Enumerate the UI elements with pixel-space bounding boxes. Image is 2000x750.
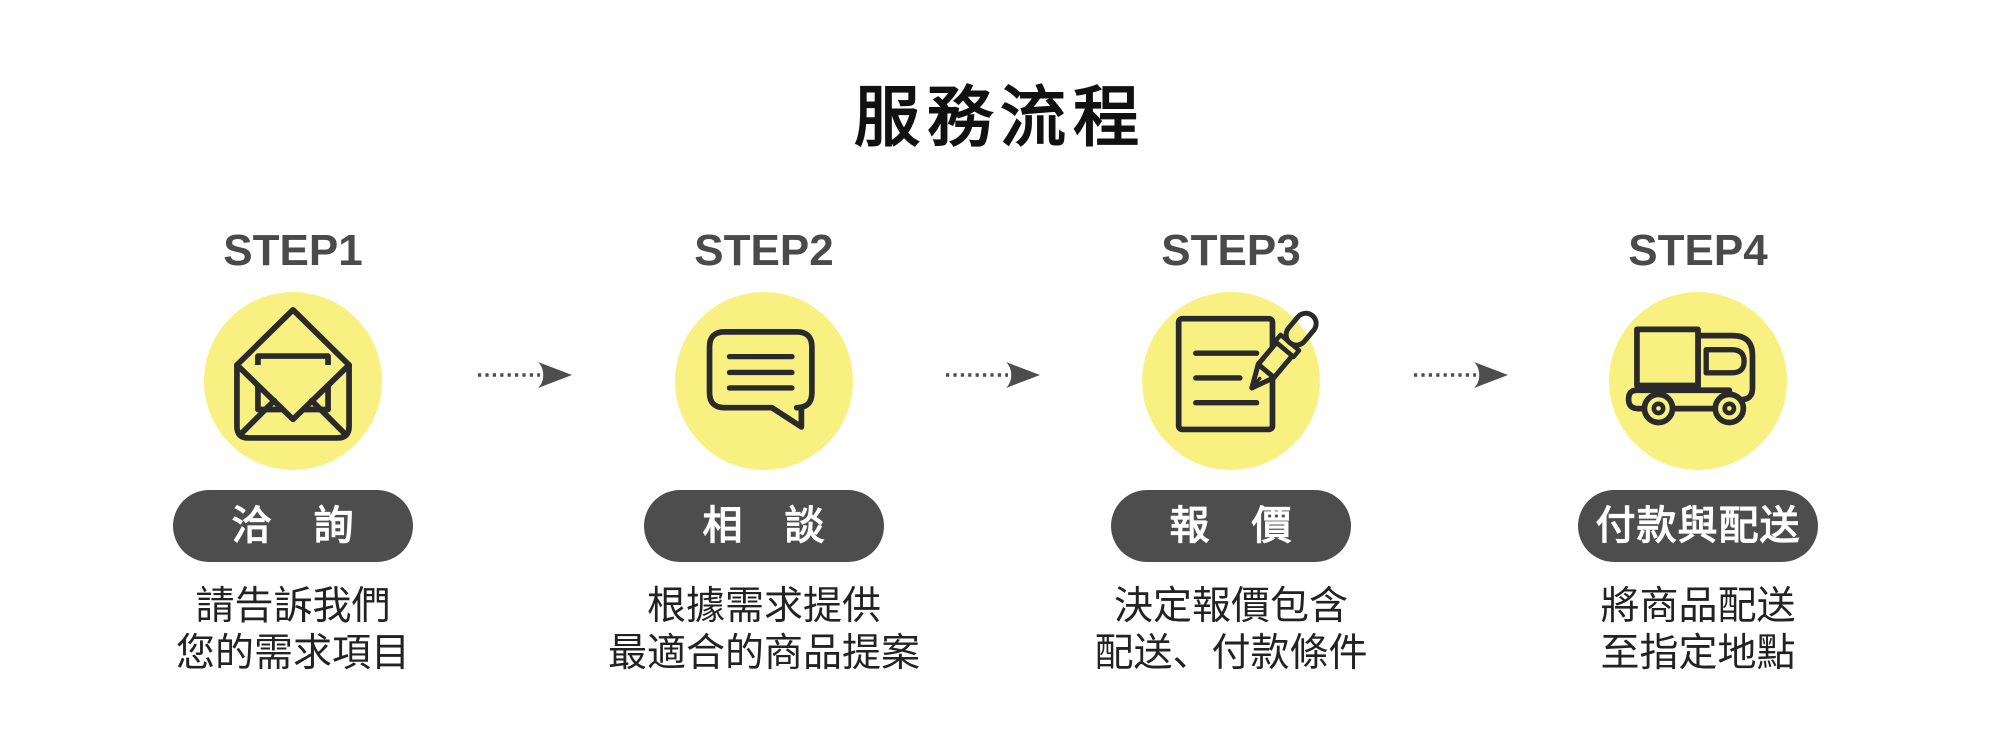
step-pill-label: 付款與配送 bbox=[1578, 490, 1818, 562]
desc-line: 根據需求提供 bbox=[646, 585, 881, 628]
desc-line: 請告訴我們 bbox=[195, 585, 391, 628]
step-description: 將商品配送 至指定地點 bbox=[1528, 583, 1868, 677]
delivery-truck-icon bbox=[1609, 292, 1787, 470]
arrow-right-icon bbox=[478, 362, 572, 388]
desc-line: 決定報價包含 bbox=[1113, 585, 1348, 628]
step-number-label: STEP4 bbox=[1628, 226, 1768, 275]
arrow-right-icon bbox=[1414, 362, 1508, 388]
step-pill-label: 洽 詢 bbox=[173, 490, 413, 562]
step-number-label: STEP1 bbox=[223, 226, 363, 275]
document-pen-icon bbox=[1142, 292, 1320, 470]
step-column-3: STEP3 報 價 決定報價包含 配送、付款條件 bbox=[1061, 228, 1401, 677]
open-envelope-icon bbox=[204, 292, 382, 470]
desc-line: 您的需求項目 bbox=[175, 632, 410, 675]
desc-line: 至指定地點 bbox=[1600, 632, 1796, 675]
arrow-right-icon bbox=[946, 362, 1040, 388]
page-title: 服務流程 bbox=[854, 80, 1146, 154]
speech-bubble-icon bbox=[675, 292, 853, 470]
step-column-2: STEP2 相 談 根據需求提供 最適合的商品提案 bbox=[594, 228, 934, 677]
step-pill-label: 相 談 bbox=[644, 490, 884, 562]
step-pill-label: 報 價 bbox=[1111, 490, 1351, 562]
desc-line: 配送、付款條件 bbox=[1094, 632, 1368, 675]
step-column-4: STEP4 付款與配送 將商品配送 至指定地點 bbox=[1528, 228, 1868, 677]
step-description: 決定報價包含 配送、付款條件 bbox=[1061, 583, 1401, 677]
step-description: 根據需求提供 最適合的商品提案 bbox=[594, 583, 934, 677]
step-column-1: STEP1 洽 詢 請告訴我們 您的需求項目 bbox=[123, 228, 463, 677]
step-number-label: STEP3 bbox=[1161, 226, 1301, 275]
desc-line: 最適合的商品提案 bbox=[607, 632, 920, 675]
step-number-label: STEP2 bbox=[694, 226, 834, 275]
desc-line: 將商品配送 bbox=[1600, 585, 1796, 628]
step-description: 請告訴我們 您的需求項目 bbox=[123, 583, 463, 677]
